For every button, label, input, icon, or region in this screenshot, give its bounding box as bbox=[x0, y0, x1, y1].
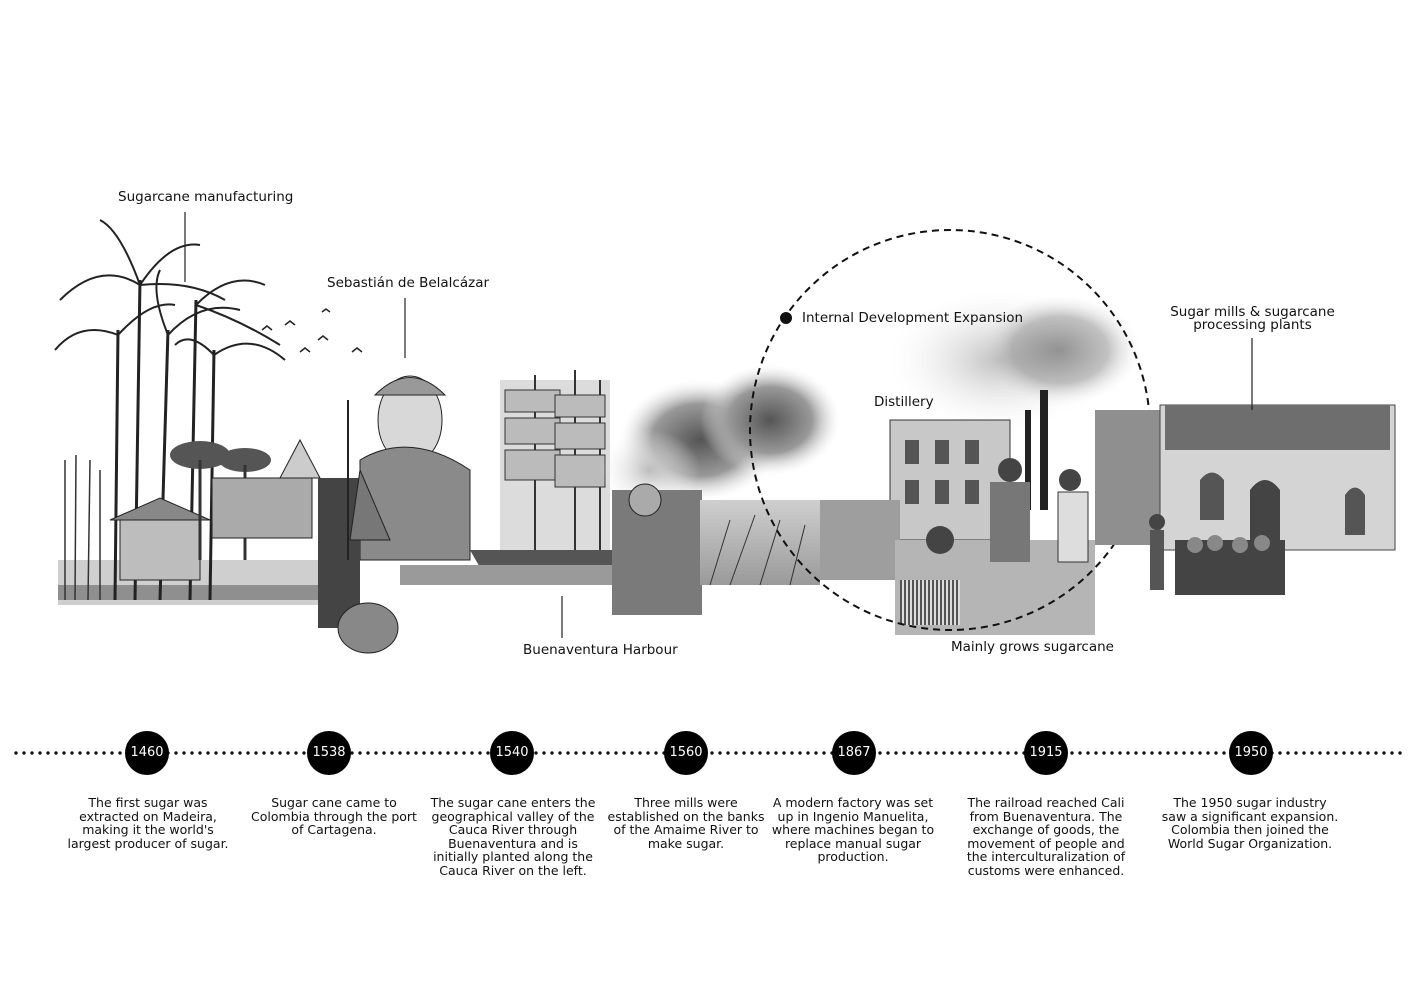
timeline-year-1560: 1560 bbox=[664, 731, 708, 775]
label-mainly-grows: Mainly grows sugarcane bbox=[951, 639, 1114, 655]
label-internal-development: Internal Development Expansion bbox=[802, 310, 1024, 326]
label-belalcazar: Sebastián de Belalcázar bbox=[327, 275, 490, 291]
timeline-year-1538: 1538 bbox=[307, 731, 351, 775]
timeline-desc-1538: Sugar cane came to Colombia through the … bbox=[251, 795, 417, 837]
timeline-desc-1950: The 1950 sugar industry saw a significan… bbox=[1161, 795, 1339, 851]
timeline-desc-1867: A modern factory was set up in Ingenio M… bbox=[771, 795, 935, 864]
timeline-year-1950: 1950 bbox=[1229, 731, 1273, 775]
sailing-ship-illustration bbox=[400, 370, 620, 585]
leader-lines bbox=[184, 212, 1253, 638]
sugarcane-plantation-illustration bbox=[54, 219, 363, 605]
timeline-desc-1460: The first sugar was extracted on Madeira… bbox=[67, 795, 229, 851]
label-sugarcane-manufacturing: Sugarcane manufacturing bbox=[118, 189, 294, 205]
distillery-workers-illustration bbox=[820, 290, 1140, 635]
timeline-year-1915: 1915 bbox=[1024, 731, 1068, 775]
timeline-desc-1540: The sugar cane enters the geographical v… bbox=[430, 795, 596, 878]
label-sugar-mills: Sugar mills & sugarcane processing plant… bbox=[1170, 304, 1335, 333]
timeline-dotted-line bbox=[12, 750, 1404, 756]
timeline-year-1540: 1540 bbox=[490, 731, 534, 775]
timeline-desc-1915: The railroad reached Cali from Buenavent… bbox=[966, 795, 1126, 878]
internal-development-marker bbox=[780, 312, 792, 324]
conquistador-portrait-illustration bbox=[318, 375, 471, 654]
smoke-and-fields-illustration bbox=[600, 365, 840, 615]
timeline-desc-1560: Three mills were established on the bank… bbox=[607, 795, 765, 851]
sugar-mill-street-illustration bbox=[1095, 404, 1396, 595]
label-distillery: Distillery bbox=[874, 394, 934, 410]
timeline-year-1460: 1460 bbox=[125, 731, 169, 775]
timeline-year-1867: 1867 bbox=[832, 731, 876, 775]
label-buenaventura-harbour: Buenaventura Harbour bbox=[523, 642, 678, 658]
